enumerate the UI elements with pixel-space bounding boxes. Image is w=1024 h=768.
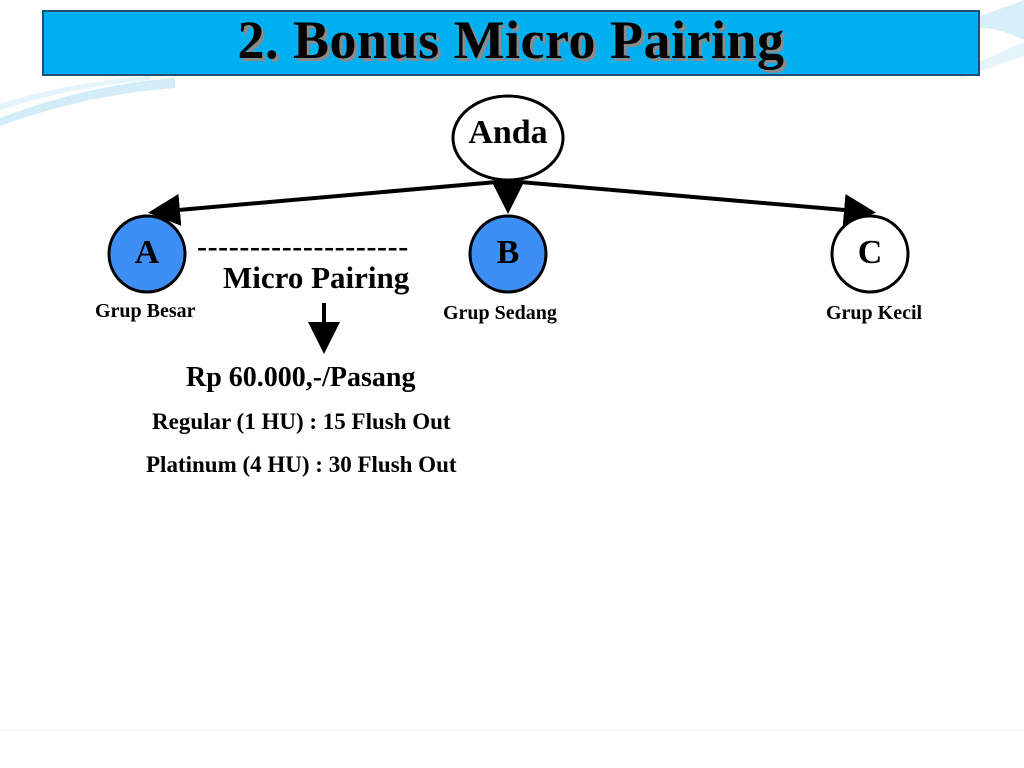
node-root-circle: [451, 94, 565, 182]
node-b-label: B: [496, 234, 520, 271]
node-b-circle: [468, 214, 548, 294]
node-c-caption: Grup Kecil: [826, 302, 923, 324]
node-a-label: A: [134, 234, 160, 271]
pairing-dashes: --------------------: [197, 230, 409, 263]
connector-root-to-a: [148, 179, 509, 226]
node-b-caption: Grup Sedang: [443, 302, 557, 324]
bonus-amount: Rp 60.000,-/Pasang: [186, 362, 416, 393]
bonus-regular: Regular (1 HU) : 15 Flush Out: [152, 409, 451, 434]
bonus-platinum: Platinum (4 HU) : 30 Flush Out: [146, 452, 457, 477]
node-a-caption: Grup Besar: [95, 300, 196, 322]
top-right-swoosh: [970, 0, 1024, 40]
top-left-swoosh: [0, 78, 175, 126]
connector-root-to-c: [507, 179, 876, 226]
node-root-label: Anda: [468, 114, 548, 151]
title-banner: 2. Bonus Micro Pairing: [42, 10, 980, 76]
slide-title: 2. Bonus Micro Pairing: [237, 10, 785, 70]
node-a-circle: [107, 214, 187, 294]
top-left-swoosh-2: [0, 76, 150, 110]
node-c-label: C: [857, 234, 883, 271]
node-c-circle: [830, 214, 910, 294]
micro-pairing-label: Micro Pairing: [223, 260, 410, 295]
